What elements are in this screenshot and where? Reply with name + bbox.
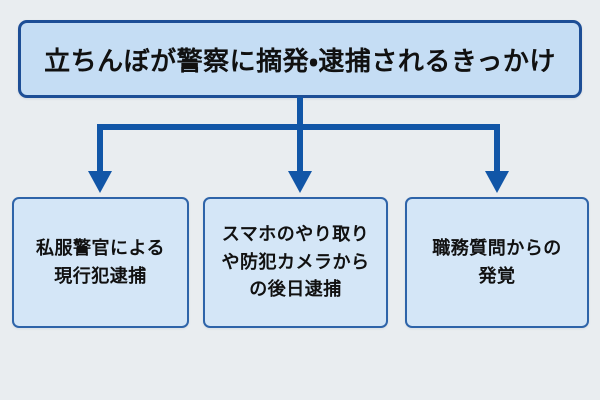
branch-text-line: スマホのやり取り [221,223,370,244]
arrowhead-left-icon [88,171,112,193]
branch-text-line: の後日逮捕 [249,279,342,300]
flowchart-title-box: 立ちんぼが警察に摘発・逮捕されるきっかけ [18,20,582,98]
branch-text-line: 発覚 [478,265,516,286]
branch-text-line: 職務質問からの [432,237,562,258]
branch-box-later-arrest-evidence: スマホのやり取り や防犯カメラから の後日逮捕 [203,197,388,328]
branch-box-police-questioning: 職務質問からの 発覚 [405,197,589,328]
branch-box-plainclothes-arrest: 私服警官による 現行犯逮捕 [12,197,189,328]
branch-text-line: 私服警官による [36,237,165,258]
flowchart-title: 立ちんぼが警察に摘発・逮捕されるきっかけ [44,45,556,76]
branch-text-line: 現行犯逮捕 [54,265,147,286]
arrowhead-center-icon [288,171,312,193]
arrowhead-right-icon [485,171,509,193]
branch-text-line: や防犯カメラから [221,251,370,272]
